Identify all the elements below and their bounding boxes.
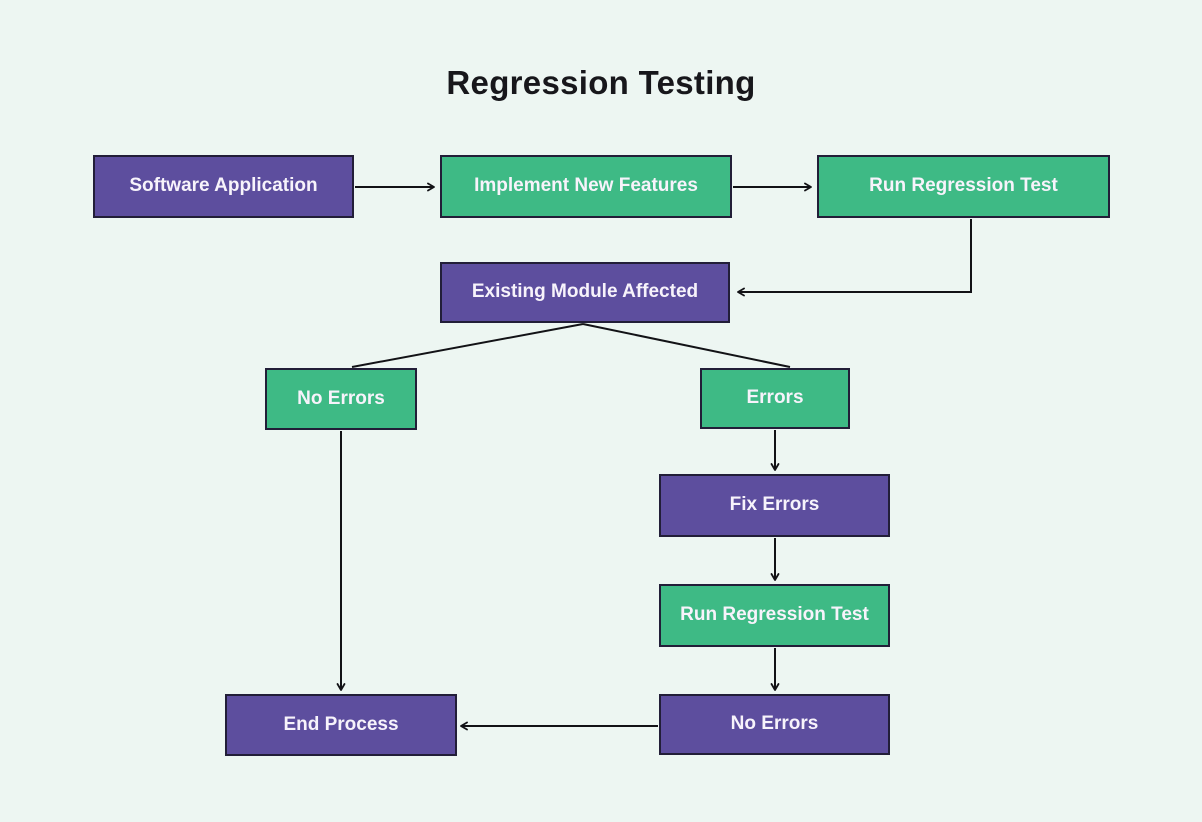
node-label: Implement New Features (474, 175, 698, 197)
connector-existing-to-errors (582, 323, 791, 368)
node-label: No Errors (297, 387, 385, 409)
node-existing-module-affected: Existing Module Affected (440, 262, 730, 323)
connector-existing-to-noerrors (351, 323, 584, 368)
node-label: Run Regression Test (869, 175, 1058, 197)
connector-runtest-to-existing (737, 219, 972, 297)
node-label: Fix Errors (729, 494, 820, 516)
node-end-process: End Process (225, 694, 457, 756)
node-fix-errors: Fix Errors (659, 474, 890, 537)
node-implement-new-features: Implement New Features (440, 155, 732, 218)
node-label: Software Application (129, 175, 318, 197)
diagram-title: Regression Testing (446, 64, 756, 101)
node-errors-branch: Errors (700, 368, 850, 429)
node-label: No Errors (730, 713, 819, 735)
node-no-errors-branch: No Errors (265, 368, 417, 430)
node-software-application: Software Application (93, 155, 354, 218)
node-label: End Process (283, 713, 399, 735)
node-no-errors-final: No Errors (659, 694, 890, 755)
node-run-regression-test-2: Run Regression Test (659, 584, 890, 647)
node-run-regression-test-1: Run Regression Test (817, 155, 1110, 218)
node-label: Errors (746, 387, 804, 409)
node-label: Existing Module Affected (471, 281, 699, 303)
node-label: Run Regression Test (680, 604, 869, 626)
